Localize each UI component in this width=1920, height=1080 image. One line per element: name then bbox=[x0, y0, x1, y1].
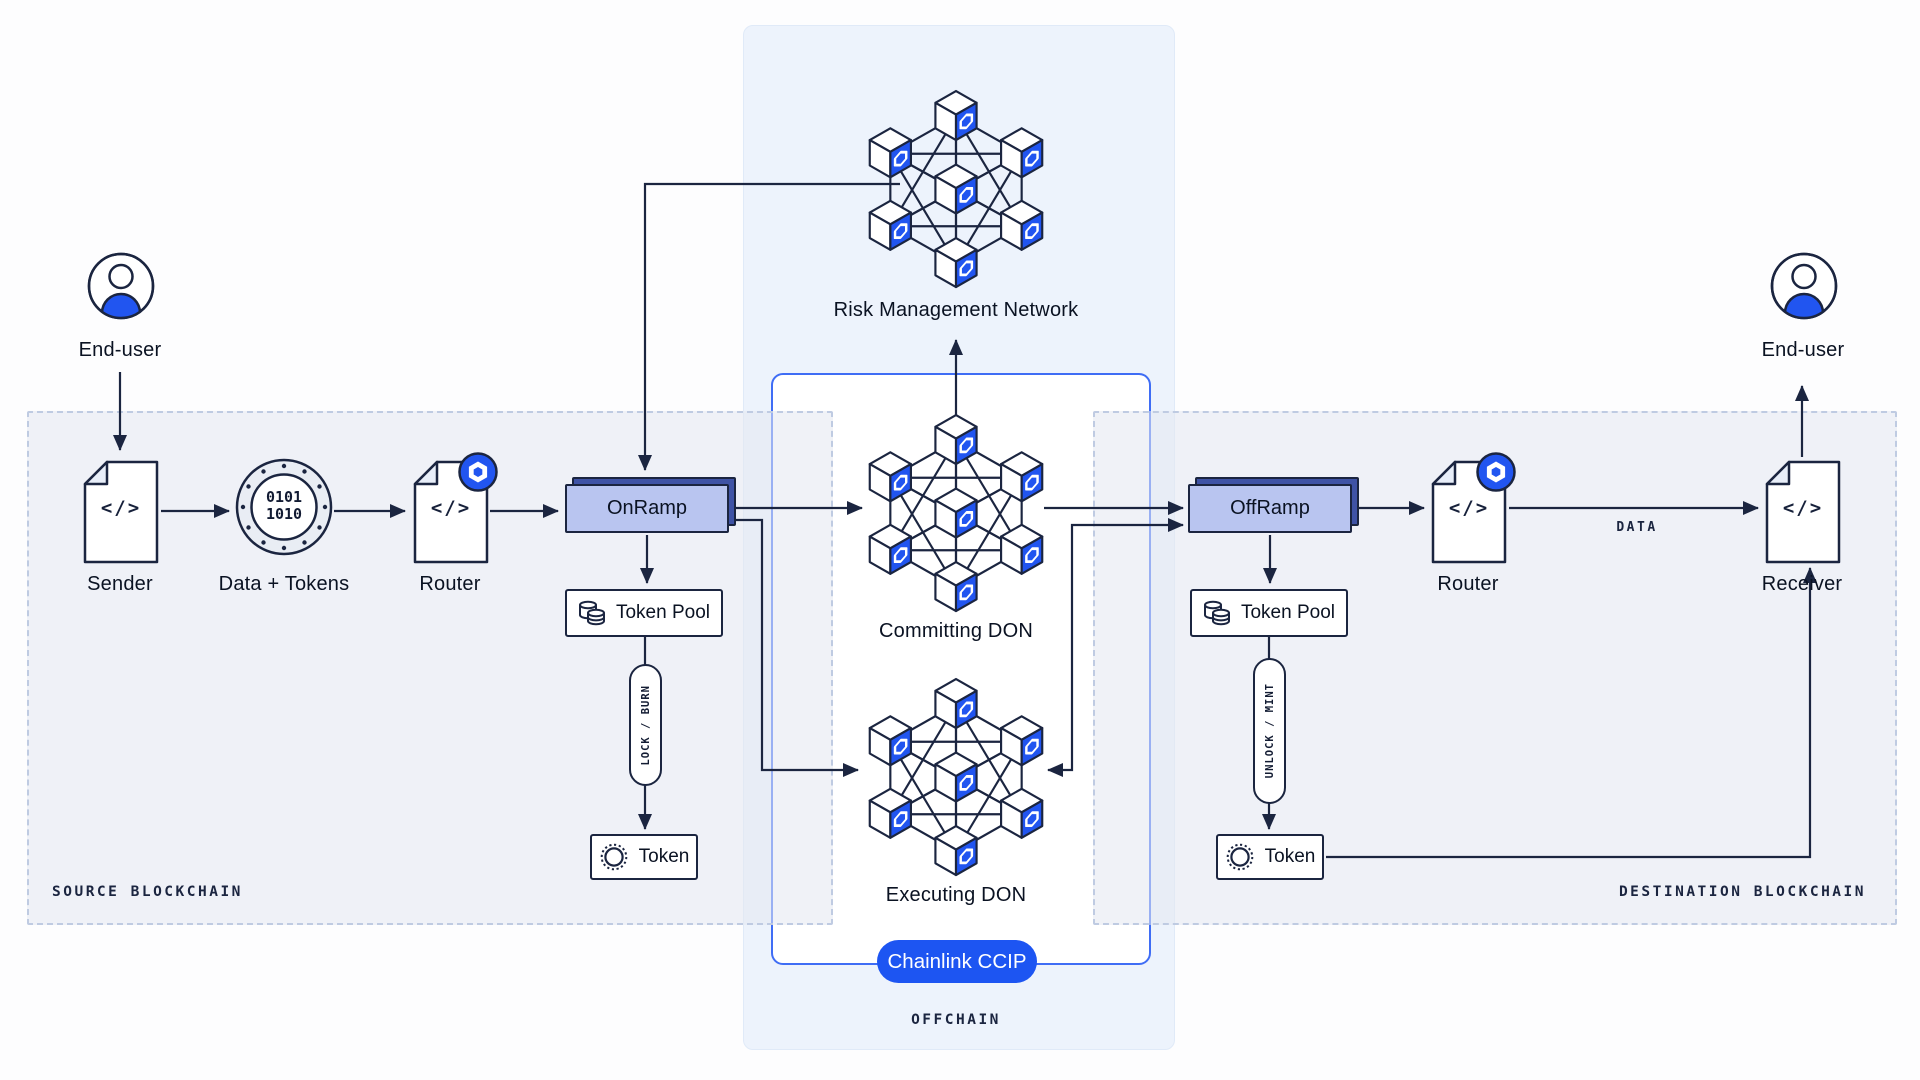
executing-don-nodes bbox=[858, 673, 1054, 883]
cube-network-svg bbox=[868, 89, 1044, 289]
token-left-label: Token bbox=[638, 846, 690, 867]
token-coin-icon bbox=[600, 843, 627, 871]
cube-network-svg bbox=[868, 677, 1044, 877]
data-tokens-label: Data + Tokens bbox=[218, 573, 350, 595]
token-pool-left: Token Pool bbox=[565, 589, 723, 637]
binary-line-1: 0101 bbox=[265, 488, 303, 506]
onramp-box: OnRamp bbox=[565, 484, 729, 533]
offramp-box: OffRamp bbox=[1188, 484, 1352, 533]
code-glyph: </> bbox=[1448, 497, 1490, 519]
token-right-label: Token bbox=[1264, 846, 1316, 867]
coins-icon bbox=[578, 600, 605, 626]
data-arrow-label: DATA bbox=[1616, 520, 1658, 535]
lock-burn-label: LOCK / BURN bbox=[639, 684, 652, 766]
receiver-label: Receiver bbox=[1761, 573, 1843, 595]
committing-don-nodes bbox=[858, 409, 1054, 619]
chainlink-badge-icon bbox=[458, 452, 498, 492]
source-blockchain-label: SOURCE BLOCKCHAIN bbox=[52, 884, 243, 900]
arrow-onramp-to-executing-don bbox=[731, 518, 859, 777]
chainlink-badge-icon bbox=[1476, 452, 1516, 492]
risk-management-network-label: Risk Management Network bbox=[833, 299, 1079, 321]
router-right-label: Router bbox=[1437, 573, 1499, 595]
sender-label: Sender bbox=[87, 573, 153, 595]
token-pool-right: Token Pool bbox=[1190, 589, 1348, 637]
router-left-label: Router bbox=[419, 573, 481, 595]
user-icon bbox=[1770, 252, 1838, 320]
document-icon bbox=[83, 460, 159, 564]
token-coin-icon bbox=[1226, 843, 1253, 871]
offchain-label: OFFCHAIN bbox=[911, 1012, 1001, 1028]
document-icon bbox=[1765, 460, 1841, 564]
binary-line-2: 1010 bbox=[265, 505, 303, 523]
executing-don-label: Executing DON bbox=[885, 884, 1027, 906]
data-tokens-node: 0101 1010 bbox=[235, 458, 333, 556]
lock-burn-pill: LOCK / BURN bbox=[629, 664, 662, 786]
token-pool-left-label: Token Pool bbox=[615, 602, 710, 623]
chainlink-ccip-badge: Chainlink CCIP bbox=[877, 940, 1037, 983]
unlock-mint-label: UNLOCK / MINT bbox=[1263, 683, 1276, 779]
data-tokens-icon bbox=[235, 458, 333, 556]
receiver-contract: </> bbox=[1764, 459, 1842, 565]
arrow-rmn-to-onramp bbox=[638, 182, 900, 471]
destination-blockchain-label: DESTINATION BLOCKCHAIN bbox=[1618, 884, 1866, 900]
code-glyph: </> bbox=[100, 497, 142, 519]
arrow-token-to-receiver bbox=[1326, 567, 1817, 859]
token-pool-right-label: Token Pool bbox=[1240, 602, 1335, 623]
token-right: Token bbox=[1216, 834, 1324, 880]
end-user-label-right: End-user bbox=[1761, 339, 1845, 361]
unlock-mint-pill: UNLOCK / MINT bbox=[1253, 658, 1286, 804]
binary-data-text: 0101 1010 bbox=[235, 489, 333, 523]
coins-icon bbox=[1203, 600, 1230, 626]
risk-management-network-nodes bbox=[858, 85, 1054, 295]
end-user-avatar-left bbox=[86, 251, 156, 321]
committing-don-label: Committing DON bbox=[879, 620, 1033, 642]
token-left: Token bbox=[590, 834, 698, 880]
cube-network-svg bbox=[868, 413, 1044, 613]
arrow-offramp-executing-don-bidirectional bbox=[1047, 518, 1184, 777]
code-glyph: </> bbox=[1782, 497, 1824, 519]
code-glyph: </> bbox=[430, 497, 472, 519]
sender-contract: </> bbox=[82, 459, 160, 565]
end-user-label-left: End-user bbox=[78, 339, 162, 361]
user-icon bbox=[87, 252, 155, 320]
end-user-avatar-right bbox=[1769, 251, 1839, 321]
